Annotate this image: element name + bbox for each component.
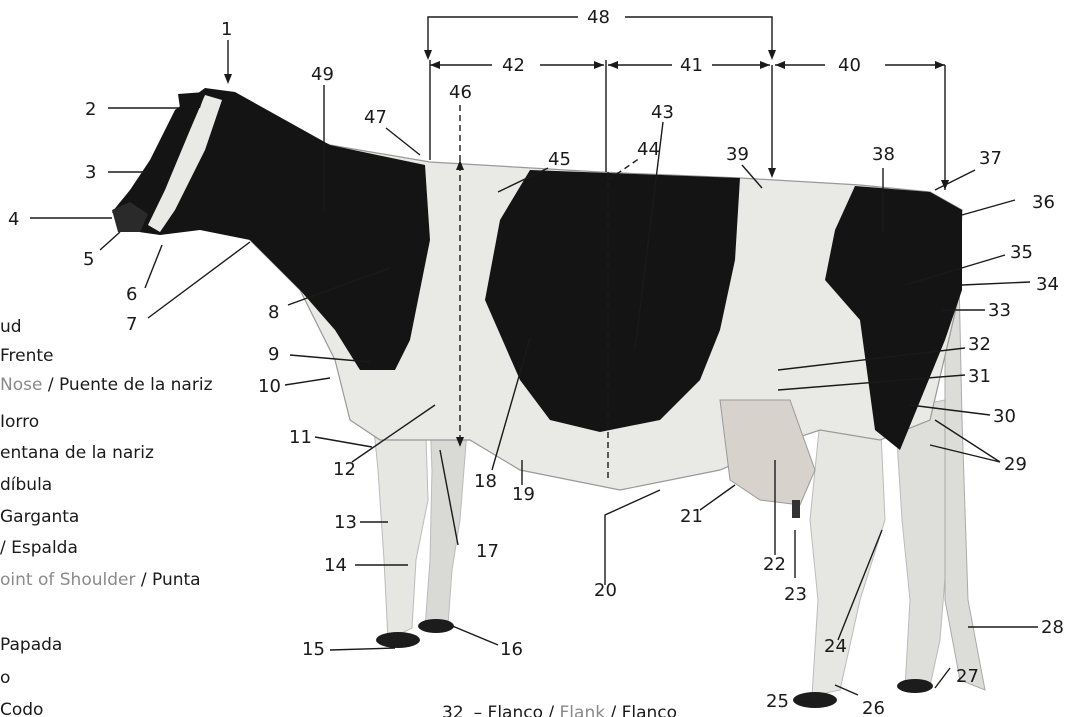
- label-7: 7: [126, 314, 137, 335]
- label-11: 11: [289, 427, 312, 448]
- label-40: 40: [838, 55, 861, 76]
- label-36: 36: [1032, 192, 1055, 213]
- label-48: 48: [587, 7, 610, 28]
- label-21: 21: [680, 506, 703, 527]
- cow-illustration: [112, 88, 985, 708]
- label-42: 42: [502, 55, 525, 76]
- label-1: 1: [221, 19, 232, 40]
- label-18: 18: [474, 471, 497, 492]
- label-37: 37: [979, 148, 1002, 169]
- legend-item-2: Frente: [0, 346, 54, 366]
- label-28: 28: [1041, 617, 1064, 638]
- label-45: 45: [548, 149, 571, 170]
- label-17: 17: [476, 541, 499, 562]
- label-34: 34: [1036, 274, 1059, 295]
- legend-item-12: Codo: [0, 700, 43, 717]
- legend-item-1: ud: [0, 317, 22, 337]
- label-14: 14: [324, 555, 347, 576]
- label-43: 43: [651, 102, 674, 123]
- label-27: 27: [956, 666, 979, 687]
- front-leg-far: [425, 418, 468, 628]
- label-49: 49: [311, 64, 334, 85]
- legend-item-8: / Espalda: [0, 538, 78, 558]
- label-20: 20: [594, 580, 617, 601]
- label-13: 13: [334, 512, 357, 533]
- label-25: 25: [766, 691, 789, 712]
- legend-item-7: Garganta: [0, 507, 79, 527]
- label-38: 38: [872, 144, 895, 165]
- legend-item-11: o: [0, 668, 10, 688]
- label-19: 19: [512, 484, 535, 505]
- hoof-front-far: [418, 619, 454, 633]
- label-41: 41: [680, 55, 703, 76]
- hoof-hind-near: [793, 692, 837, 708]
- label-2: 2: [85, 99, 96, 120]
- label-4: 4: [8, 209, 19, 230]
- label-29: 29: [1004, 454, 1027, 475]
- hind-leg-near: [810, 410, 885, 696]
- label-35: 35: [1010, 242, 1033, 263]
- label-44: 44: [637, 139, 660, 160]
- teat: [792, 500, 800, 518]
- label-6: 6: [126, 284, 137, 305]
- label-12: 12: [333, 459, 356, 480]
- label-46: 46: [449, 82, 472, 103]
- label-31: 31: [968, 366, 991, 387]
- legend-item-32-flank: 32– Flanco / Flank / Flanco: [442, 703, 677, 717]
- label-23: 23: [784, 584, 807, 605]
- label-24: 24: [824, 636, 847, 657]
- hoof-front-near: [376, 632, 420, 648]
- label-26: 26: [862, 698, 885, 717]
- label-30: 30: [993, 406, 1016, 427]
- legend-item-5: entana de la nariz: [0, 443, 154, 463]
- legend-item-3: Nose / Puente de la nariz: [0, 375, 213, 395]
- legend-item-10: Papada: [0, 635, 62, 655]
- label-9: 9: [268, 344, 279, 365]
- label-22: 22: [763, 554, 786, 575]
- label-15: 15: [302, 639, 325, 660]
- label-33: 33: [988, 300, 1011, 321]
- legend-item-6: díbula: [0, 475, 52, 495]
- label-3: 3: [85, 162, 96, 183]
- legend-item-9: oint of Shoulder / Punta: [0, 570, 201, 590]
- hoof-hind-far: [897, 679, 933, 693]
- label-32: 32: [968, 334, 991, 355]
- label-10: 10: [258, 376, 281, 397]
- label-8: 8: [268, 302, 279, 323]
- label-16: 16: [500, 639, 523, 660]
- legend-item-4: Iorro: [0, 412, 39, 432]
- hind-leg-far: [895, 400, 948, 688]
- label-47: 47: [364, 107, 387, 128]
- label-5: 5: [83, 249, 94, 270]
- label-39: 39: [726, 144, 749, 165]
